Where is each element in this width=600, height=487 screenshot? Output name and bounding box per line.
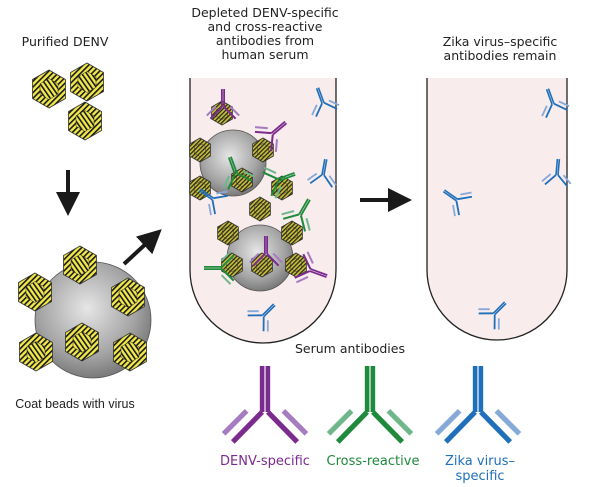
bead-virus-icon <box>252 137 274 163</box>
label-depleted-line: human serum <box>221 47 309 62</box>
antibody-zika-free <box>306 158 337 188</box>
antibody-denv-bound <box>249 235 283 267</box>
virus-particle-icon <box>32 69 66 109</box>
antibody-denv-bound <box>206 88 240 120</box>
tube-remaining <box>426 78 568 341</box>
bead-virus-icon <box>113 332 147 372</box>
bead-virus-icon <box>217 220 239 246</box>
antibody-cross-bound <box>281 198 311 232</box>
arrow-diagonal-icon <box>122 229 162 266</box>
bead-virus-icon <box>221 252 243 278</box>
bead-virus-icon <box>281 220 303 246</box>
antibody-cross-bound <box>262 166 296 199</box>
bead-virus-icon <box>189 137 211 163</box>
legend-label-zika: Zika virus– specific <box>440 454 520 484</box>
virus-particle-icon <box>68 101 102 141</box>
legend-label-zika-line: Zika virus– <box>444 454 516 469</box>
antibody-zika-remaining <box>541 88 570 118</box>
legend-label-cross: Cross-reactive <box>326 454 420 469</box>
antibody-zika-remaining <box>541 158 572 187</box>
legend-antibody-zika-icon <box>434 366 522 444</box>
label-coat-beads: Coat beads with virus <box>15 397 135 411</box>
antibody-denv-bound <box>254 120 288 152</box>
label-depleted-line: Depleted DENV-specific <box>191 5 339 20</box>
label-depleted-line: and cross-reactive <box>207 19 323 34</box>
label-purified-denv: Purified DENV <box>21 34 109 49</box>
antibody-cross-bound <box>222 156 255 190</box>
legend-title: Serum antibodies <box>295 341 405 356</box>
label-depleted-line: antibodies from <box>215 33 315 48</box>
antibody-zika-remaining <box>442 189 473 217</box>
legend-antibody-denv-icon <box>221 366 309 444</box>
antibody-zika-free <box>247 303 276 332</box>
antibody-zika-free <box>198 188 229 216</box>
antibody-zika-remaining <box>478 301 507 330</box>
bead-virus-icon <box>111 277 145 317</box>
label-depleted: Depleted DENV-specific and cross-reactiv… <box>180 6 350 62</box>
legend-antibody-cross-icon <box>326 366 414 444</box>
bead-virus-icon <box>249 196 271 222</box>
bead-virus-icon <box>18 272 52 312</box>
legend-label-denv: DENV-specific <box>220 454 310 469</box>
virus-particle-icon <box>70 62 104 102</box>
label-zika-remain: Zika virus–specific antibodies remain <box>420 35 580 63</box>
bead-virus-icon <box>65 322 99 362</box>
bead-virus-icon <box>63 245 97 285</box>
antibody-denv-bound <box>294 251 328 284</box>
label-remain-line: Zika virus–specific <box>442 34 558 49</box>
bead-virus-icon <box>19 332 53 372</box>
antibody-zika-free <box>311 87 340 117</box>
legend-label-zika-line: specific <box>455 469 505 484</box>
label-remain-line: antibodies remain <box>443 48 557 63</box>
antibody-cross-bound <box>203 251 235 285</box>
